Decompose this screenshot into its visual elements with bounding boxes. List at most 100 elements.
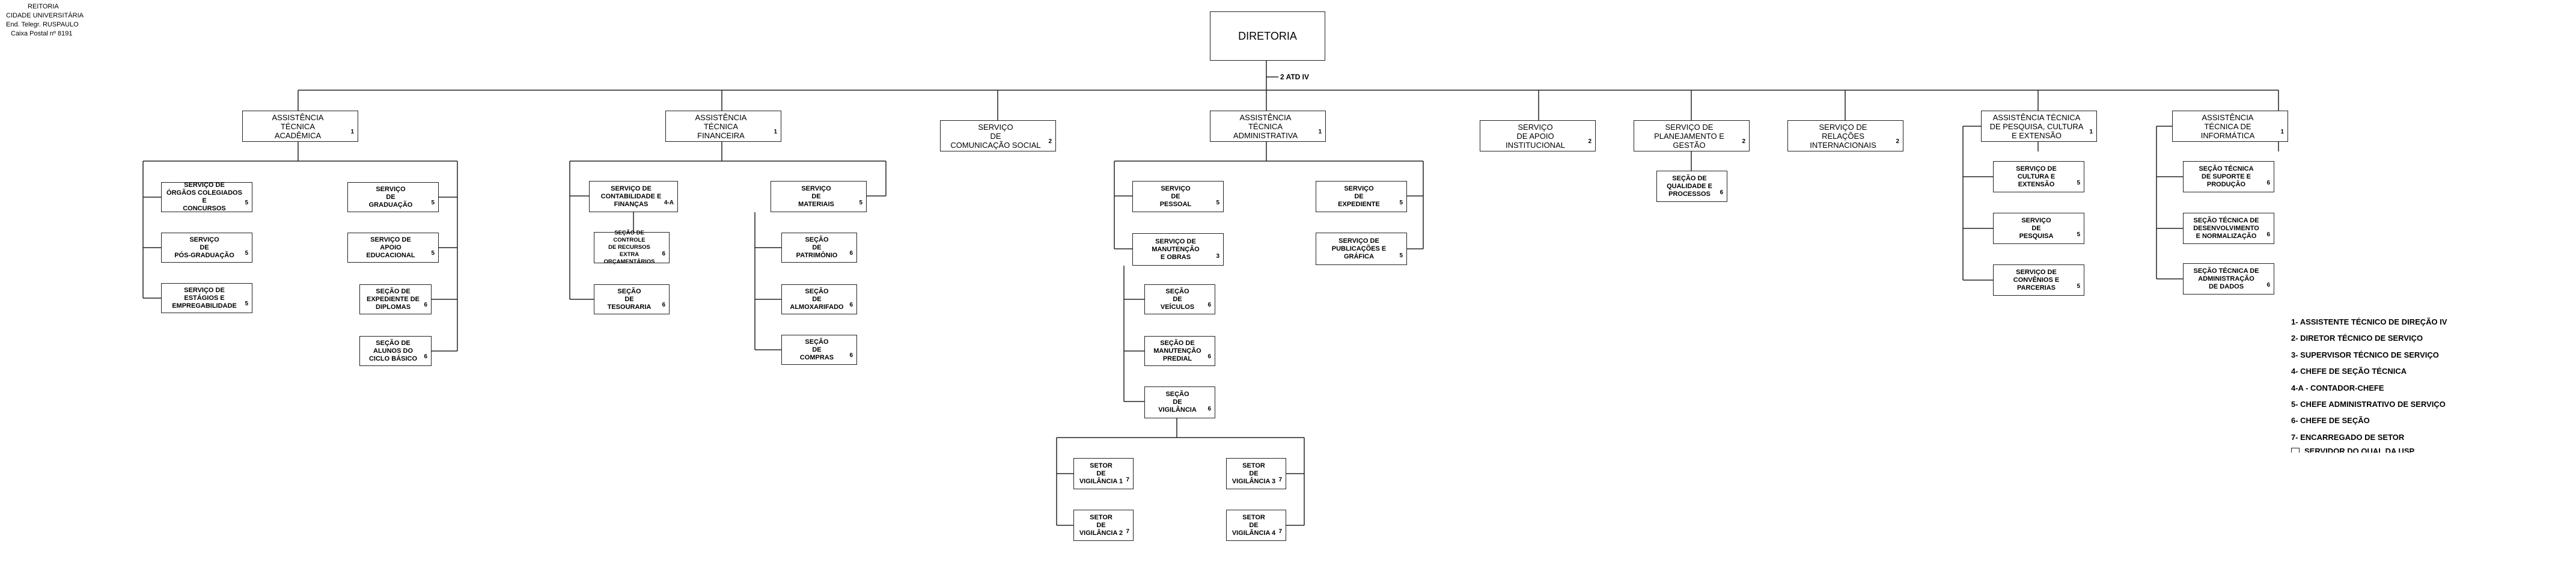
posgrad-box: SERVIÇO DE PÓS-GRADUAÇÃO 5 — [161, 233, 252, 263]
legend-square-icon — [2291, 447, 2300, 453]
box-code: 7 — [1278, 528, 1282, 535]
desenvolvimento-box: SEÇÃO TÉCNICA DE DESENVOLVIMENTO E NORMA… — [2183, 213, 2274, 244]
box-code: 6 — [2266, 180, 2270, 186]
box-label: SERVIÇO DE PÓS-GRADUAÇÃO — [174, 236, 234, 259]
box-label: SEÇÃO TÉCNICA DE SUPORTE E PRODUÇÃO — [2199, 165, 2254, 188]
box-label: SERVIÇO DE ESTÁGIOS E EMPREGABILIDADE — [172, 286, 237, 310]
box-label: SERVIÇO DE CONVÊNIOS E PARCERIAS — [2013, 268, 2060, 292]
manutencao-box: SERVIÇO DE MANUTENÇÃO E OBRAS 3 — [1132, 233, 1224, 266]
box-code: 1 — [2280, 129, 2284, 135]
header-line: End. Telegr. RUSPAULO — [6, 21, 79, 28]
legend-item-label: SERVIDOR DO QUAL DA USP — [2304, 447, 2415, 453]
box-label: SEÇÃO DE COMPRAS — [799, 338, 834, 361]
box-code: 5 — [1216, 200, 1219, 206]
box-label: SETOR DE VIGILÂNCIA 1 — [1079, 462, 1123, 485]
pesquisa-servico-box: SERVIÇO DE PESQUISA 5 — [1993, 213, 2084, 244]
box-label: SERVIÇO DE EXPEDIENTE — [1338, 185, 1380, 208]
box-label: SEÇÃO DE ALUNOS DO CICLO BÁSICO — [368, 339, 418, 362]
convenios-box: SERVIÇO DE CONVÊNIOS E PARCERIAS 5 — [1993, 264, 2084, 296]
cultura-box: SERVIÇO DE CULTURA E EXTENSÃO 5 — [1993, 161, 2084, 192]
box-label: ASSISTÊNCIA TÉCNICA ACADÊMICA — [272, 112, 324, 140]
box-code: 5 — [2077, 231, 2080, 238]
document-header: REITORIA CIDADE UNIVERSITÁRIA End. Teleg… — [6, 2, 84, 38]
box-code: 5 — [2077, 180, 2080, 186]
box-label: SETOR DE VIGILÂNCIA 4 — [1232, 513, 1276, 537]
box-code: 6 — [424, 302, 427, 308]
legend-item-box: SERVIDOR DO QUAL DA USP — [2291, 445, 2447, 453]
legend: 1- ASSISTENTE TÉCNICO DE DIREÇÃO IV 2- D… — [2291, 314, 2447, 453]
veiculos-box: SEÇÃO DE VEÍCULOS 6 — [1144, 284, 1215, 314]
box-code: 6 — [849, 302, 853, 308]
header-line: REITORIA — [28, 3, 59, 10]
box-label: SEÇÃO DE QUALIDADE E PROCESSOS — [1667, 174, 1712, 198]
box-label: SEÇÃO DE EXPEDIENTE DE DIPLOMAS — [366, 287, 420, 311]
box-code: 5 — [431, 200, 435, 206]
relacoes-box: SERVIÇO DE RELAÇÕES INTERNACIONAIS 2 — [1787, 120, 1903, 151]
vigilancia-sector-2-box: SETOR DE VIGILÂNCIA 2 7 — [1073, 510, 1134, 541]
box-label: SERVIÇO DE PESQUISA — [2019, 216, 2054, 240]
box-label: SEÇÃO DE VEÍCULOS — [1160, 287, 1195, 311]
box-code: 5 — [245, 200, 248, 206]
box-code: 2 — [1588, 138, 1592, 145]
link-label: 2 ATD IV — [1280, 73, 1310, 81]
box-label: SEÇÃO TÉCNICA DE ADMINISTRAÇÃO DE DADOS — [2193, 267, 2259, 290]
predial-box: SEÇÃO DE MANUTENÇÃO PREDIAL 6 — [1144, 336, 1215, 366]
box-label: SERVIÇO DE APOIO EDUCACIONAL — [366, 236, 415, 259]
box-code: 7 — [1126, 528, 1129, 535]
diplomas-box: SEÇÃO DE EXPEDIENTE DE DIPLOMAS 6 — [359, 284, 432, 314]
box-code: 5 — [1399, 252, 1403, 259]
box-label: SERVIÇO DE CULTURA E EXTENSÃO — [2016, 165, 2057, 188]
legend-item: 4- CHEFE DE SEÇÃO TÉCNICA — [2291, 367, 2407, 376]
materiais-box: SERVIÇO DE MATERIAIS 5 — [771, 181, 867, 212]
box-label: ASSISTÊNCIA TÉCNICA DE PESQUISA, CULTURA… — [1989, 112, 2084, 140]
legend-item: 6- CHEFE DE SEÇÃO — [2291, 416, 2370, 426]
box-code: 3 — [1216, 253, 1219, 260]
box-label: ASSISTÊNCIA TÉCNICA FINANCEIRA — [695, 112, 747, 140]
box-code: 6 — [849, 250, 853, 257]
box-label: SERVIÇO DE APOIO INSTITUCIONAL — [1506, 122, 1565, 150]
graduacao-box: SERVIÇO DE GRADUAÇÃO 5 — [347, 182, 439, 212]
box-code: 6 — [1207, 353, 1211, 360]
box-label: SERVIÇO DE ÓRGÃOS COLEGIADOS E CONCURSOS — [166, 182, 242, 212]
box-code: 5 — [245, 250, 248, 257]
pesquisa-box: ASSISTÊNCIA TÉCNICA DE PESQUISA, CULTURA… — [1981, 111, 2097, 142]
box-label: SEÇÃO DE TESOURARIA — [607, 287, 652, 311]
diretoria-box: DIRETORIA — [1210, 11, 1325, 61]
box-code: 5 — [1399, 200, 1403, 206]
box-code: 6 — [2266, 231, 2270, 238]
legend-item: 7- ENCARREGADO DE SETOR — [2291, 432, 2405, 442]
box-code: 6 — [849, 352, 853, 359]
box-label: ASSISTÊNCIA TÉCNICA DE INFORMÁTICA — [2200, 112, 2255, 140]
box-code: 6 — [1207, 302, 1211, 308]
vigilancia-box: SEÇÃO DE VIGILÂNCIA 6 — [1144, 386, 1215, 418]
box-code: 5 — [245, 301, 248, 307]
box-code: 5 — [2077, 283, 2080, 290]
box-code: 2 — [1048, 138, 1052, 145]
legend-item: 5- CHEFE ADMINISTRATIVO DE SERVIÇO — [2291, 400, 2446, 409]
box-label: SERVIÇO DE PESSOAL — [1159, 185, 1192, 208]
expediente-box: SERVIÇO DE EXPEDIENTE 5 — [1316, 181, 1407, 212]
box-label: SEÇÃO DE PATRIMÔNIO — [796, 236, 838, 259]
box-label: SERVIÇO DE COMUNICAÇÃO SOCIAL — [950, 122, 1041, 150]
box-code: 6 — [2266, 282, 2270, 289]
comunicacao-box: SERVIÇO DE COMUNICAÇÃO SOCIAL 2 — [940, 120, 1056, 151]
suporte-box: SEÇÃO TÉCNICA DE SUPORTE E PRODUÇÃO 6 — [2183, 161, 2274, 192]
box-label: SERVIÇO DE CONTABILIDADE E FINANÇAS — [600, 185, 662, 208]
contabilidade-box: SERVIÇO DE CONTABILIDADE E FINANÇAS 4-A — [589, 181, 678, 212]
box-code: 1 — [774, 129, 777, 135]
box-code: 5 — [859, 200, 862, 206]
academica-box: ASSISTÊNCIA TÉCNICA ACADÊMICA 1 — [242, 111, 358, 142]
vigilancia-sector-1-box: SETOR DE VIGILÂNCIA 1 7 — [1073, 458, 1134, 489]
box-label: SEÇÃO DE VIGILÂNCIA — [1158, 391, 1197, 414]
apoio-box: SERVIÇO DE APOIO INSTITUCIONAL 2 — [1480, 120, 1596, 151]
box-label: SEÇÃO DE CONTROLE DE RECURSOS EXTRA ORÇA… — [603, 230, 655, 265]
box-code: 1 — [350, 129, 354, 135]
dados-box: SEÇÃO TÉCNICA DE ADMINISTRAÇÃO DE DADOS … — [2183, 263, 2274, 295]
qualidade-box: SEÇÃO DE QUALIDADE E PROCESSOS 6 — [1656, 171, 1727, 202]
box-code: 6 — [1207, 406, 1211, 412]
almoxarifado-box: SEÇÃO DE ALMOXARIFADO 6 — [781, 284, 857, 314]
box-code: 6 — [1720, 189, 1723, 196]
header-line: Caixa Postal nº 8191 — [11, 30, 73, 37]
box-label: SERVIÇO DE RELAÇÕES INTERNACIONAIS — [1810, 122, 1876, 150]
